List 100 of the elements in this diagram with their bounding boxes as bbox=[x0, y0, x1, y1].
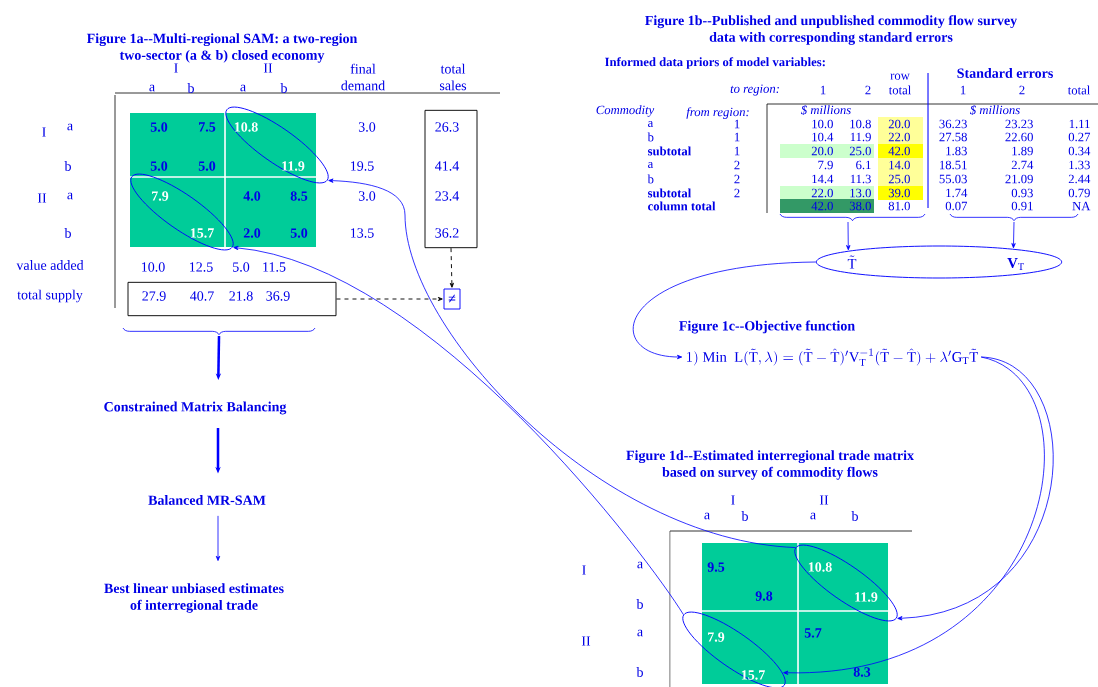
cell-value: 21.8 bbox=[229, 291, 253, 301]
column-header: b bbox=[187, 83, 194, 93]
cell-value: NA bbox=[1072, 201, 1091, 211]
cell-value: 36.9 bbox=[266, 291, 290, 301]
cell-value: 1.33 bbox=[1069, 160, 1090, 170]
cell-value: 15.7 bbox=[190, 228, 214, 238]
column-header: 1 bbox=[960, 85, 966, 95]
unit-label: $ millions bbox=[801, 104, 851, 116]
arrow bbox=[215, 515, 221, 561]
cell-value: 9.5 bbox=[707, 562, 725, 572]
cell-value: 4.0 bbox=[243, 191, 261, 201]
row-label: 1 bbox=[734, 132, 740, 142]
arrow bbox=[233, 245, 684, 615]
cell-value: 9.8 bbox=[755, 591, 773, 601]
cell-value: 25.0 bbox=[849, 146, 871, 156]
objective-formula: $1)\ \mathrm{Min}\ \ \mathrm{L}(\tilde{\mathrm{T}},\lambda) = (\tilde{\mathrm{T}}-\hat{\mathrm{T}})'\mathrm{V}_{\mathrm{T}}^{-1}(\tilde{\mathrm{T}}-\hat{\mathrm{T}})+\lambda'\mathrm{G}_{\mathrm{T}}\tilde{\mathrm{T}}$ bbox=[687, 348, 978, 366]
cell-value: 0.07 bbox=[945, 201, 968, 211]
cell-value: 1.89 bbox=[1012, 146, 1033, 156]
cell-value: 11.9 bbox=[855, 592, 878, 602]
process-step: Constrained Matrix Balancing bbox=[104, 401, 287, 415]
cell-value: 36.23 bbox=[939, 119, 967, 129]
arrow bbox=[783, 356, 1045, 675]
cell-value: 81.0 bbox=[888, 201, 910, 211]
cell-value: 7.9 bbox=[818, 160, 833, 170]
cell-value: 11.9 bbox=[282, 161, 305, 171]
cell-value: 14.4 bbox=[812, 174, 834, 184]
cell-value: 10.4 bbox=[812, 132, 834, 142]
column-header: a bbox=[149, 84, 155, 92]
cell-value: 38.0 bbox=[849, 201, 871, 211]
cell-value: 5.0 bbox=[198, 161, 216, 171]
row-label: subtotal bbox=[648, 146, 692, 156]
cell-value: 22.0 bbox=[811, 188, 833, 198]
column-header: I bbox=[731, 495, 735, 505]
row-label: 1 bbox=[734, 119, 740, 129]
cell-value: 5.0 bbox=[233, 262, 250, 272]
cell-value: 19.5 bbox=[351, 161, 374, 171]
cell-value: 11.9 bbox=[850, 132, 871, 142]
row-label: 2 bbox=[734, 174, 740, 184]
cell-value: 55.03 bbox=[939, 174, 967, 184]
cell-value: 0.34 bbox=[1068, 146, 1091, 156]
cell-value: 5.0 bbox=[290, 228, 308, 238]
cell-value: 1.83 bbox=[946, 146, 967, 156]
cell-value: 23.4 bbox=[435, 191, 460, 201]
cell-value: 11.5 bbox=[263, 262, 286, 272]
cell-value: 7.9 bbox=[152, 191, 169, 201]
cell-value: 40.7 bbox=[190, 291, 214, 301]
cell-value: 2.74 bbox=[1011, 160, 1034, 170]
row-label: total supply bbox=[17, 289, 83, 303]
column-header: to region: bbox=[730, 84, 779, 96]
cell-value: 13.0 bbox=[850, 188, 871, 198]
row-label: a bbox=[67, 123, 73, 131]
cell-value: 2.44 bbox=[1068, 174, 1091, 184]
cell-value: 12.5 bbox=[190, 262, 213, 272]
column-header: a bbox=[810, 512, 816, 520]
cell-value: 10.0 bbox=[142, 262, 165, 272]
arrow bbox=[449, 247, 454, 288]
arrow bbox=[633, 261, 817, 360]
row-label: b bbox=[64, 161, 71, 171]
column-header: row total bbox=[888, 73, 911, 95]
cell-value: 42.0 bbox=[888, 146, 910, 156]
cell-value: 6.1 bbox=[856, 160, 871, 170]
row-label: 2 bbox=[734, 188, 740, 198]
cell-value: 1.74 bbox=[946, 188, 968, 198]
column-header: 2 bbox=[865, 85, 871, 95]
table-heading: Informed data priors of model variables: bbox=[605, 57, 825, 69]
row-label: II bbox=[581, 636, 591, 646]
row-label: subtotal bbox=[648, 188, 692, 198]
row-label: II bbox=[37, 193, 47, 203]
column-header: 1 bbox=[820, 85, 826, 95]
cell-value: 8.3 bbox=[853, 667, 871, 677]
cell-value: 27.58 bbox=[939, 132, 967, 142]
cell-value: 15.7 bbox=[741, 670, 765, 680]
row-label: a bbox=[648, 162, 654, 169]
column-header: b bbox=[851, 511, 858, 521]
column-header: final demand bbox=[341, 63, 385, 91]
row-label: b bbox=[647, 132, 654, 142]
row-label: a bbox=[648, 121, 654, 128]
row-label: b bbox=[647, 174, 654, 184]
row-label: I bbox=[582, 565, 586, 575]
cell-value: 20.0 bbox=[811, 146, 833, 156]
cell-value: 27.9 bbox=[142, 291, 166, 301]
cell-value: 23.23 bbox=[1005, 119, 1033, 129]
cell-value: 22.60 bbox=[1005, 132, 1033, 142]
cell-value: 3.0 bbox=[358, 191, 376, 201]
figure-title: Figure 1c--Objective function bbox=[679, 320, 855, 334]
arrow bbox=[897, 356, 1054, 621]
cell-value: 0.93 bbox=[1011, 188, 1033, 198]
column-header: I bbox=[174, 63, 178, 73]
cell-value: 5.7 bbox=[804, 628, 822, 638]
cell-value: 3.0 bbox=[358, 122, 376, 132]
row-label: a bbox=[637, 561, 643, 569]
row-label: 1 bbox=[734, 146, 740, 156]
cell-value: 2.0 bbox=[243, 228, 261, 238]
unit-label: $ millions bbox=[970, 104, 1020, 116]
cell-value: 10.8 bbox=[234, 122, 258, 132]
column-header: b bbox=[280, 83, 287, 93]
row-label: I bbox=[42, 127, 46, 137]
cell-value: 10.8 bbox=[808, 562, 832, 572]
cell-value: 10.0 bbox=[812, 119, 833, 129]
cell-value: 20.0 bbox=[888, 119, 910, 129]
